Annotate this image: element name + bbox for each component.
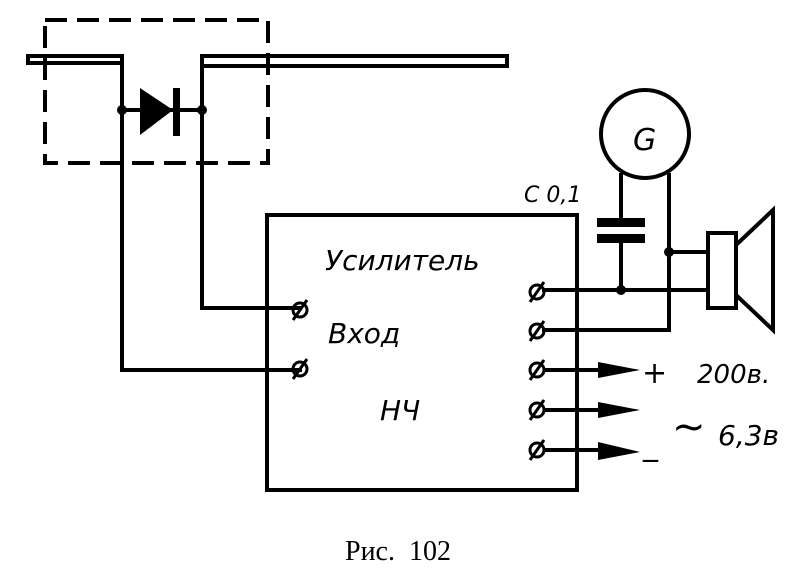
output-terminal bbox=[528, 359, 546, 381]
figure-caption: Рис. 102 bbox=[345, 536, 451, 567]
feeder-line-left bbox=[26, 54, 124, 65]
shield-box bbox=[43, 18, 270, 165]
supply-arrow-minus bbox=[544, 442, 640, 460]
capacitor-label: С 0,1 bbox=[524, 183, 581, 208]
diode-icon bbox=[140, 88, 180, 136]
output-terminal bbox=[528, 439, 546, 461]
ac-symbol: ~ bbox=[672, 404, 706, 450]
supply-arrow-plus bbox=[544, 362, 640, 378]
amplifier-title: Усилитель bbox=[325, 244, 480, 277]
junction-dot bbox=[117, 105, 127, 115]
junction-dot bbox=[616, 285, 626, 295]
output-terminal bbox=[528, 281, 546, 303]
dc-voltage-label: 200в. bbox=[697, 360, 770, 390]
junction-dot bbox=[197, 105, 207, 115]
amplifier-subtitle: НЧ bbox=[380, 394, 420, 427]
amplifier-input-label: Вход bbox=[328, 317, 400, 350]
output-terminal bbox=[528, 399, 546, 421]
junction-dot bbox=[664, 247, 674, 257]
output-wire-2 bbox=[542, 173, 671, 332]
ac-voltage-label: 6,3в bbox=[718, 419, 779, 452]
capacitor-icon bbox=[597, 218, 645, 243]
feeder-line-right bbox=[200, 54, 509, 68]
output-terminal bbox=[528, 320, 546, 342]
input-terminal bbox=[291, 299, 309, 321]
plus-sign: + bbox=[642, 356, 667, 391]
supply-arrow-ac bbox=[544, 402, 640, 418]
amplifier-box bbox=[265, 213, 579, 492]
minus-sign: _ bbox=[642, 428, 659, 463]
loudspeaker-icon bbox=[706, 205, 775, 335]
generator-circle bbox=[599, 88, 691, 180]
generator-label: G bbox=[633, 123, 656, 158]
input-terminal bbox=[291, 358, 309, 380]
